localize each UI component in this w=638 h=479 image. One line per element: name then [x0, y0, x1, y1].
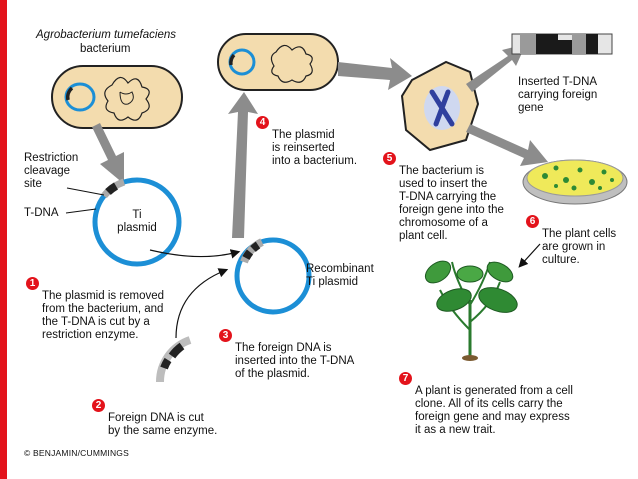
bacterium-species-label: Agrobacterium tumefaciens	[36, 29, 176, 41]
petri-dish-culture	[522, 159, 628, 205]
step-3-text: The foreign DNA is inserted into the T-D…	[235, 342, 355, 380]
arrow-to-culture	[466, 124, 548, 166]
step-1-text: The plasmid is removed from the bacteriu…	[42, 290, 165, 341]
ti-plasmid	[92, 177, 182, 267]
ti-plasmid-label: Ti plasmid	[117, 209, 157, 234]
bacterium-with-plasmid	[51, 65, 183, 129]
step-4-text: The plasmid is reinserted into a bacteri…	[272, 129, 358, 167]
arrow-to-bacterium-2	[228, 92, 258, 238]
step-3-number: 3	[219, 329, 232, 342]
bacterium-reinserted	[217, 33, 339, 91]
step-4-number: 4	[256, 116, 269, 129]
recombinant-plasmid	[234, 237, 312, 315]
publisher-credit: © BENJAMIN/CUMMINGS	[24, 448, 129, 458]
step-7-text: A plant is generated from a cell clone. …	[415, 385, 573, 436]
step-6-text: The plant cells are grown in culture.	[542, 228, 617, 266]
inserted-tdna-chromosome	[511, 33, 613, 55]
step-7-number: 7	[399, 372, 412, 385]
step-2-number: 2	[92, 399, 105, 412]
t-dna-label: T-DNA	[24, 207, 59, 219]
arrow-to-plant-cell	[338, 58, 412, 90]
inserted-tdna-label: Inserted T-DNA carrying foreign gene	[518, 76, 598, 114]
step-2-text: Foreign DNA is cut by the same enzyme.	[108, 412, 218, 437]
arrow-to-inserted-tdna	[466, 44, 526, 92]
recombinant-plasmid-label: Recombinant Ti plasmid	[306, 263, 374, 288]
step-1-number: 1	[26, 277, 39, 290]
restriction-site-label: Restriction cleavage site	[24, 152, 79, 190]
step-6-number: 6	[526, 215, 539, 228]
transgenic-plant	[424, 260, 518, 361]
foreign-dna-segment	[155, 336, 192, 383]
step-5-text: The bacterium is used to insert the T-DN…	[399, 165, 504, 242]
plant-cell	[400, 60, 480, 152]
bacterium-label: bacterium	[80, 43, 131, 55]
step-5-number: 5	[383, 152, 396, 165]
left-accent-bar	[0, 0, 7, 479]
arrow-to-ti-plasmid	[92, 123, 124, 184]
